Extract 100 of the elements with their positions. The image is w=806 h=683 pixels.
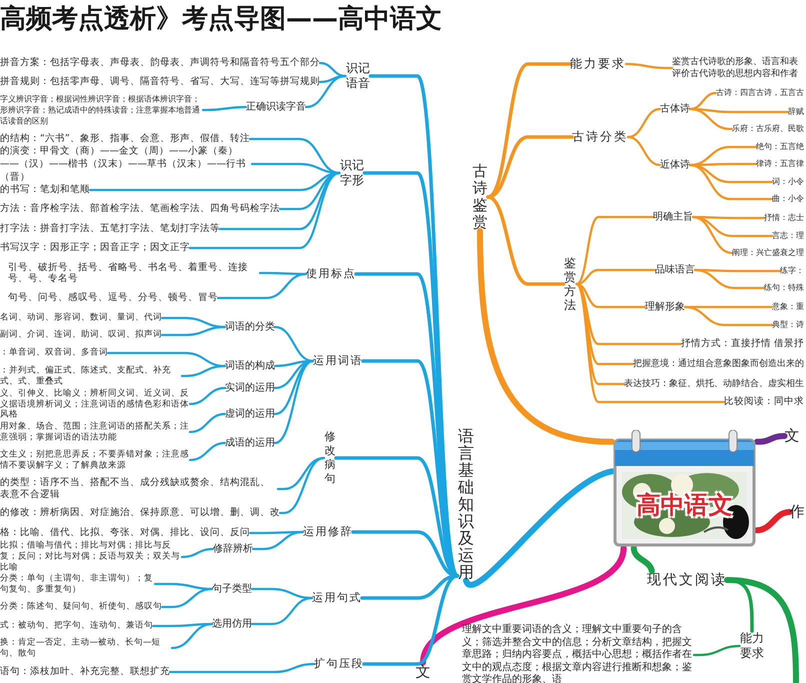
branch-line bbox=[486, 135, 574, 199]
branch-line bbox=[360, 574, 460, 600]
leaf-text: 词：小令 bbox=[772, 177, 804, 187]
branch-line bbox=[304, 74, 347, 108]
branch-line bbox=[168, 662, 316, 674]
branch-line bbox=[477, 228, 615, 445]
branch-line bbox=[624, 62, 674, 70]
leaf-text: 乐府：古乐府、民歌 bbox=[732, 124, 804, 134]
branch-line bbox=[692, 216, 734, 254]
branch-line bbox=[754, 433, 788, 445]
branch-line bbox=[188, 386, 226, 406]
sub-branch-label: 成语的运用 bbox=[225, 436, 275, 450]
sub-branch-label: 词语的分类 bbox=[225, 320, 275, 334]
branch-line bbox=[688, 108, 734, 130]
leaf-text: 意象：重 bbox=[772, 302, 804, 312]
branch-line bbox=[688, 164, 774, 200]
leaf-text: 比较阅读：同中求 bbox=[724, 396, 804, 408]
leaf-text: 名词、动词、形容词、数词、量词、代词 bbox=[0, 312, 162, 324]
sub-branch-label: 运用词语 bbox=[313, 354, 363, 368]
branch-line bbox=[694, 268, 766, 290]
sub-branch-label: 品味语言 bbox=[655, 264, 695, 276]
branch-label: 现代文阅读 bbox=[647, 571, 727, 589]
leaf-text: 练字： bbox=[780, 266, 804, 276]
leaf-text: 练句：特殊 bbox=[764, 283, 804, 293]
sub-branch-label: 识记语音 bbox=[346, 61, 370, 91]
branch-line bbox=[486, 195, 566, 286]
leaf-text: 的演变：甲骨文（商）——金文（周）——小篆（秦）——（汉）——楷书（汉末）——草书（汉末）——行书（晋） bbox=[0, 144, 252, 184]
branch-label: 古诗鉴赏 bbox=[472, 163, 488, 231]
branch-line bbox=[575, 282, 726, 404]
leaf-text: 拼音规则：包括零声母、调号、隔音符号、省写、大写、连写等拼写规则 bbox=[0, 76, 320, 88]
branch-line bbox=[274, 360, 314, 444]
sub-branch-label: 明确主旨 bbox=[653, 210, 693, 224]
branch-line bbox=[180, 548, 214, 558]
branch-line bbox=[274, 326, 314, 362]
branch-line bbox=[630, 545, 655, 574]
sub-branch-label: 古体诗 bbox=[660, 102, 690, 116]
leaf-text: 曲：小令 bbox=[772, 194, 804, 204]
sub-branch-label: 识记字形 bbox=[340, 158, 364, 188]
branch-line bbox=[626, 108, 662, 138]
branch-line bbox=[252, 530, 304, 550]
leaf-text: 语句：添枝加叶、补充完整、联想扩充 bbox=[0, 666, 170, 678]
branch-line bbox=[202, 106, 248, 112]
leaf-text: 的书写：笔划和笔顺 bbox=[0, 184, 90, 196]
sub-branch-label: 使用标点 bbox=[306, 267, 356, 281]
sub-branch-label: 运用句式 bbox=[312, 591, 362, 605]
branch-line bbox=[684, 306, 774, 326]
sub-branch-label: 能力要求 bbox=[570, 56, 626, 72]
sub-branch-label: 近体诗 bbox=[660, 158, 690, 172]
sub-branch-label: 虚词的运用 bbox=[225, 408, 275, 420]
leaf-text: 表达技巧：象征、烘托、动静结合、虚实相生 bbox=[624, 378, 804, 390]
branch-line bbox=[626, 136, 662, 166]
branch-line bbox=[278, 456, 326, 514]
leaf-text: 律诗：五言律 bbox=[756, 159, 804, 169]
leaf-text: 抒情：志士 bbox=[764, 213, 804, 223]
leaf-text: 副词、介词、连词、助词、叹词、拟声词 bbox=[0, 330, 162, 340]
leaf-text: 字义辨识字音；根据词性辨识字音；根据语体辨识字音；形辨识字音；熟记成语中的特殊读音；注意掌握本地普通话读音的区别 bbox=[0, 94, 203, 126]
leaf-text: 引号、破折号、括号、省略号、书名号、着重号、连接号、号、专名号 bbox=[8, 262, 260, 284]
branch-line bbox=[754, 509, 792, 534]
leaf-text: 阐理：兴亡盛衰之理 bbox=[732, 248, 804, 258]
leaf-text: 比拟；借喻与借代；排比与对偶；排比与反复；反问；对比与对偶；反语与双关；双关与比喻 bbox=[0, 540, 182, 574]
leaf-text: 古诗：四言古诗，五言古 bbox=[716, 88, 804, 98]
leaf-text: 拼音方案：包括字母表、声母表、韵母表、声调符号和隔音符号五个部分 bbox=[0, 57, 320, 69]
branch-line bbox=[188, 412, 226, 434]
branch-label: 语言基础知识及运用 bbox=[458, 428, 474, 580]
branch-line bbox=[188, 172, 341, 250]
branch-line bbox=[362, 574, 460, 666]
branch-line bbox=[575, 216, 654, 286]
leaf-text: 换：肯定—否定、主动—被动、长句—短句、散句 bbox=[0, 638, 172, 658]
branch-line bbox=[180, 364, 226, 378]
branch-line bbox=[463, 468, 615, 588]
leaf-text: 方法：音序检字法、部首检字法、笔画检字法、四角号码检字法 bbox=[0, 203, 280, 215]
branch-line bbox=[248, 138, 341, 174]
sub-branch-label: 修改病句 bbox=[324, 430, 336, 486]
leaf-text: 句号、问号、感叹号、逗号、分号、顿号、冒号 bbox=[8, 292, 218, 304]
sub-branch-label: 实词的运用 bbox=[225, 382, 275, 394]
sub-branch-label: 正确识读字音 bbox=[246, 100, 306, 114]
leaf-text: 鉴赏古代诗歌的形象、语言和表评价古代诗歌的思想内容和作者 bbox=[672, 56, 802, 80]
leaf-text: 的类型：语序不当、搭配不当、成分残缺或赘余、结构混乱、表意不合逻辑 bbox=[0, 477, 278, 501]
leaf-text: 分类：单句（主谓句、非主谓句）；复句复句、多重复句） bbox=[0, 574, 155, 594]
branch-line bbox=[160, 326, 226, 336]
leaf-text: 抒情方式：直接抒情 借景抒 bbox=[680, 338, 804, 350]
leaf-text: 用对象、场合、范围；注意词语的搭配关系；注意强弱；掌握词语的语法功能 bbox=[0, 422, 190, 442]
sub-branch-label: 运用修辞 bbox=[303, 525, 353, 539]
sub-branch-label: 能力要求 bbox=[740, 631, 764, 661]
leaf-text: 打字法：拼音打字法、五笔打字法、笔划打字法等 bbox=[0, 223, 220, 235]
leaf-text: 书写汉字：因形正字；因音正字；因文正字 bbox=[0, 242, 190, 254]
branch-label: 文 bbox=[416, 662, 430, 682]
leaf-text: 典型：诗 bbox=[772, 320, 804, 330]
leaf-text: 义、引伸义、比喻义；辨析同义词、近义词、反义据语境辨析词义；注意词语的感情色彩和语体风格 bbox=[0, 388, 190, 420]
branch-line bbox=[575, 268, 656, 286]
sub-branch-label: 选用仿用 bbox=[212, 618, 252, 630]
leaf-text: 式：被动句、把字句、连动句、兼语句 bbox=[0, 620, 153, 632]
branch-line bbox=[170, 622, 214, 650]
sub-branch-label: 扩句压段 bbox=[314, 657, 364, 671]
branch-line bbox=[160, 588, 214, 608]
leaf-text: 言志：理 bbox=[772, 231, 804, 241]
branch-line bbox=[692, 644, 741, 656]
leaf-text: 格：比喻、借代、比拟、夸张、对偶、排比、设问、反问 bbox=[0, 527, 250, 539]
leaf-text: 绝句：五言绝 bbox=[756, 142, 804, 152]
branch-line bbox=[575, 282, 646, 308]
